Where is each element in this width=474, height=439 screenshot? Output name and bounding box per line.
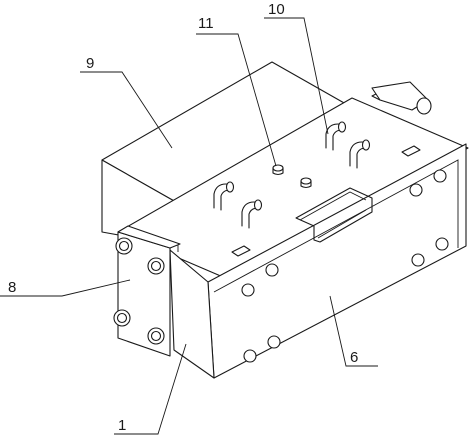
bolt-side-6-icon	[243, 349, 257, 363]
nozzle-1-body	[272, 167, 284, 176]
pipe-fittings-part-10	[213, 121, 371, 229]
callout-10: 10	[268, 1, 285, 18]
handle-slot-outline	[295, 187, 373, 243]
fitting-4-opening-icon	[253, 199, 263, 211]
rear-knob-icon	[416, 97, 432, 115]
fitting-2-opening-icon	[361, 139, 371, 151]
fitting-4	[241, 201, 261, 227]
bolt-front-3-icon	[113, 309, 131, 327]
bolt-front-1-icon	[115, 237, 133, 255]
bolt-side-4-icon	[433, 169, 447, 183]
main-block-top-face	[117, 97, 469, 281]
bolt-side-7-icon	[411, 253, 425, 267]
handle-slot-rim	[299, 191, 367, 221]
front-plate-bolts	[113, 237, 165, 345]
callout-1: 1	[118, 417, 126, 434]
bolt-front-2-icon	[147, 257, 165, 275]
main-block-front-face	[169, 249, 215, 379]
bolt-side-5-icon	[267, 335, 281, 349]
front-plate-top-edge	[117, 225, 181, 249]
nozzle-2-top-icon	[300, 177, 312, 185]
leader-11	[196, 33, 277, 167]
leader-1	[114, 343, 187, 435]
bolt-front-4-icon	[147, 327, 165, 345]
callout-11: 11	[198, 15, 214, 32]
bolt-side-3-icon	[409, 183, 423, 197]
fitting-3	[213, 183, 233, 209]
leader-10	[264, 17, 329, 135]
nozzle-1-top-icon	[272, 164, 284, 172]
callout-6: 6	[350, 349, 358, 366]
fitting-1	[325, 123, 345, 149]
tab-left	[231, 245, 251, 257]
bolt-side-2-icon	[241, 283, 255, 297]
leader-8	[0, 279, 131, 297]
tab-right	[401, 145, 421, 157]
side-plate-bolts	[241, 169, 449, 363]
fitting-3-opening-icon	[225, 181, 235, 193]
main-block	[117, 97, 469, 379]
leader-lines	[0, 17, 378, 435]
handle-slot-bottom	[317, 209, 367, 239]
callout-9: 9	[86, 55, 94, 72]
leader-9	[80, 71, 173, 149]
bolt-side-1-icon	[265, 263, 279, 277]
nozzle-2-body	[300, 180, 312, 189]
fitting-1-opening-icon	[337, 121, 347, 133]
callout-8: 8	[8, 279, 16, 296]
leader-6	[329, 295, 378, 367]
rear-end-bracket	[371, 81, 432, 115]
callout-labels: 9 11 10 8 1 6	[8, 1, 358, 434]
bolt-side-8-icon	[435, 237, 449, 251]
side-plate-inner-edge	[213, 159, 459, 293]
fitting-2	[349, 141, 369, 167]
handle-slot	[295, 187, 373, 243]
nozzles-part-11	[272, 164, 312, 189]
